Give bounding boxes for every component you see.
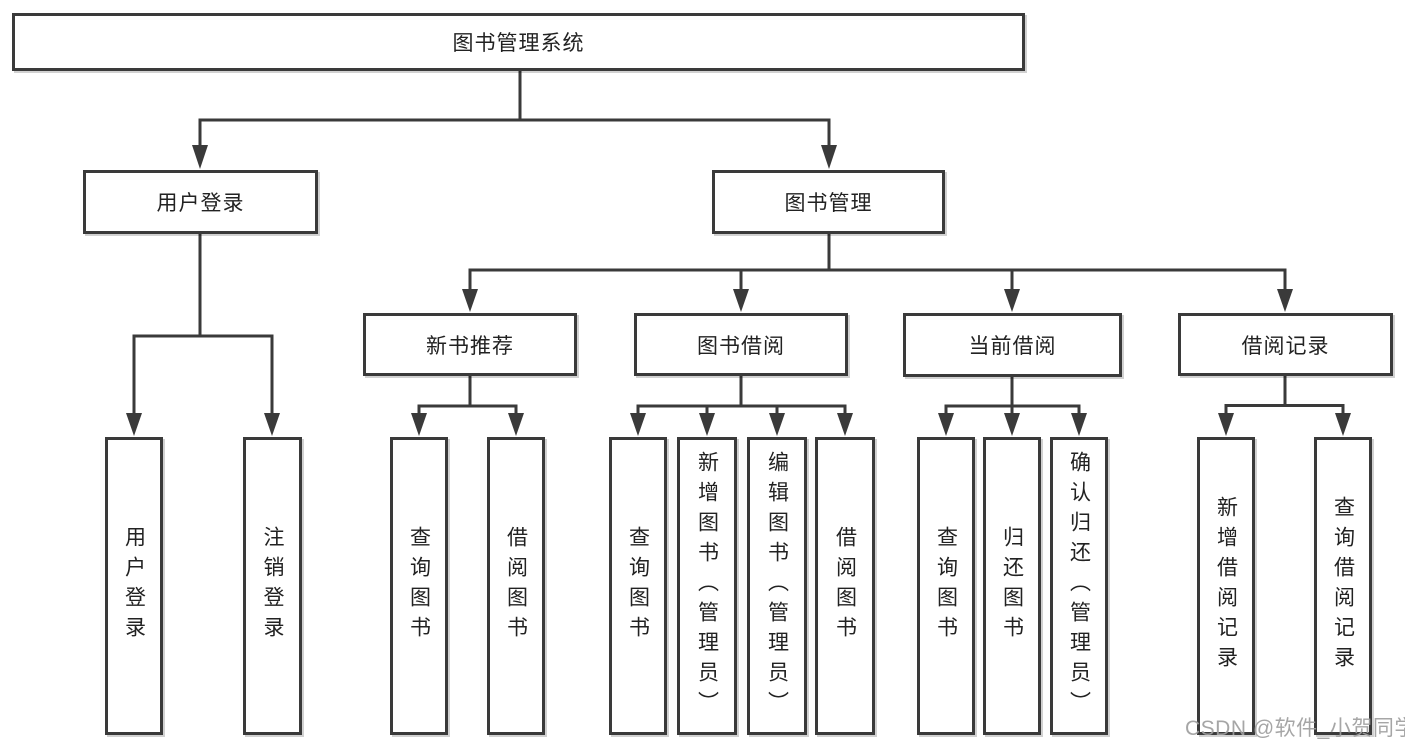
node-current-borrow: 当前借阅 [903, 313, 1122, 377]
arrowhead [264, 413, 280, 436]
node-new-book-recommend-label: 新书推荐 [426, 334, 514, 358]
arrowhead [733, 289, 749, 312]
arrowhead [938, 413, 954, 436]
node-root-system: 图书管理系统 [12, 13, 1025, 71]
leaf-borrow-edit-admin-label: 编辑图书（管理员） [765, 451, 789, 721]
arrowhead [769, 413, 785, 436]
node-book-borrow: 图书借阅 [634, 313, 848, 376]
leaf-borrow-book-label: 借阅图书 [833, 526, 857, 646]
leaf-borrow-add-admin-label: 新增图书（管理员） [695, 451, 719, 721]
arrowhead [630, 413, 646, 436]
arrowhead [821, 145, 837, 169]
connector-level3-rail [468, 268, 1287, 292]
arrowhead [699, 413, 715, 436]
leaf-newbook-query: 查询图书 [390, 437, 448, 735]
connector-userlogin-rail [132, 334, 274, 416]
arrowhead [1218, 413, 1234, 436]
arrowhead [1004, 289, 1020, 312]
leaf-newbook-borrow: 借阅图书 [487, 437, 545, 735]
leaf-record-query: 查询借阅记录 [1314, 437, 1372, 735]
leaf-newbook-borrow-label: 借阅图书 [504, 526, 528, 646]
node-current-borrow-label: 当前借阅 [968, 335, 1057, 358]
leaf-current-query: 查询图书 [917, 437, 975, 735]
arrowhead [508, 413, 524, 436]
leaf-borrow-add-admin: 新增图书（管理员） [677, 437, 737, 735]
node-borrow-records: 借阅记录 [1178, 313, 1393, 376]
leaf-borrow-book: 借阅图书 [815, 437, 875, 735]
leaf-current-query-label: 查询图书 [934, 526, 958, 646]
connector-level2-rail [198, 118, 831, 148]
arrowhead [837, 413, 853, 436]
arrowhead [1071, 413, 1087, 436]
leaf-current-confirm-admin: 确认归还（管理员） [1050, 437, 1108, 735]
node-borrow-records-label: 借阅记录 [1241, 334, 1330, 358]
connector-bookborrow-rail [636, 404, 847, 415]
leaf-record-add-label: 新增借阅记录 [1214, 496, 1238, 676]
leaf-borrow-query: 查询图书 [609, 437, 667, 735]
arrowhead [1277, 289, 1293, 312]
node-book-management-label: 图书管理 [784, 192, 873, 215]
leaf-borrow-edit-admin: 编辑图书（管理员） [747, 437, 807, 735]
leaf-user-login-label: 用户登录 [122, 526, 146, 646]
leaf-current-return-label: 归还图书 [1000, 526, 1024, 646]
arrowhead [462, 289, 478, 312]
leaf-record-add: 新增借阅记录 [1197, 437, 1255, 735]
connector-borrowrecords-rail [1224, 404, 1345, 415]
node-user-login: 用户登录 [83, 170, 318, 234]
leaf-record-query-label: 查询借阅记录 [1331, 496, 1355, 676]
leaf-user-login: 用户登录 [105, 437, 163, 735]
arrowhead [411, 413, 427, 436]
leaf-logout: 注销登录 [243, 437, 302, 735]
leaf-borrow-query-label: 查询图书 [626, 526, 650, 646]
leaf-logout-label: 注销登录 [261, 526, 284, 646]
leaf-newbook-query-label: 查询图书 [407, 526, 431, 646]
arrowhead [192, 145, 208, 169]
leaf-current-confirm-admin-label: 确认归还（管理员） [1067, 451, 1091, 721]
csdn-watermark: CSDN @软件_小贺同学 [1185, 717, 1405, 740]
node-new-book-recommend: 新书推荐 [363, 313, 577, 376]
arrowhead [1004, 413, 1020, 436]
leaf-current-return: 归还图书 [983, 437, 1041, 735]
arrowhead [126, 413, 142, 436]
node-book-borrow-label: 图书借阅 [697, 334, 785, 358]
connector-newbook-rail [417, 404, 518, 415]
arrowhead [1335, 413, 1351, 436]
node-root-label: 图书管理系统 [452, 32, 585, 55]
node-user-login-label: 用户登录 [156, 192, 245, 215]
node-book-management: 图书管理 [712, 170, 945, 234]
